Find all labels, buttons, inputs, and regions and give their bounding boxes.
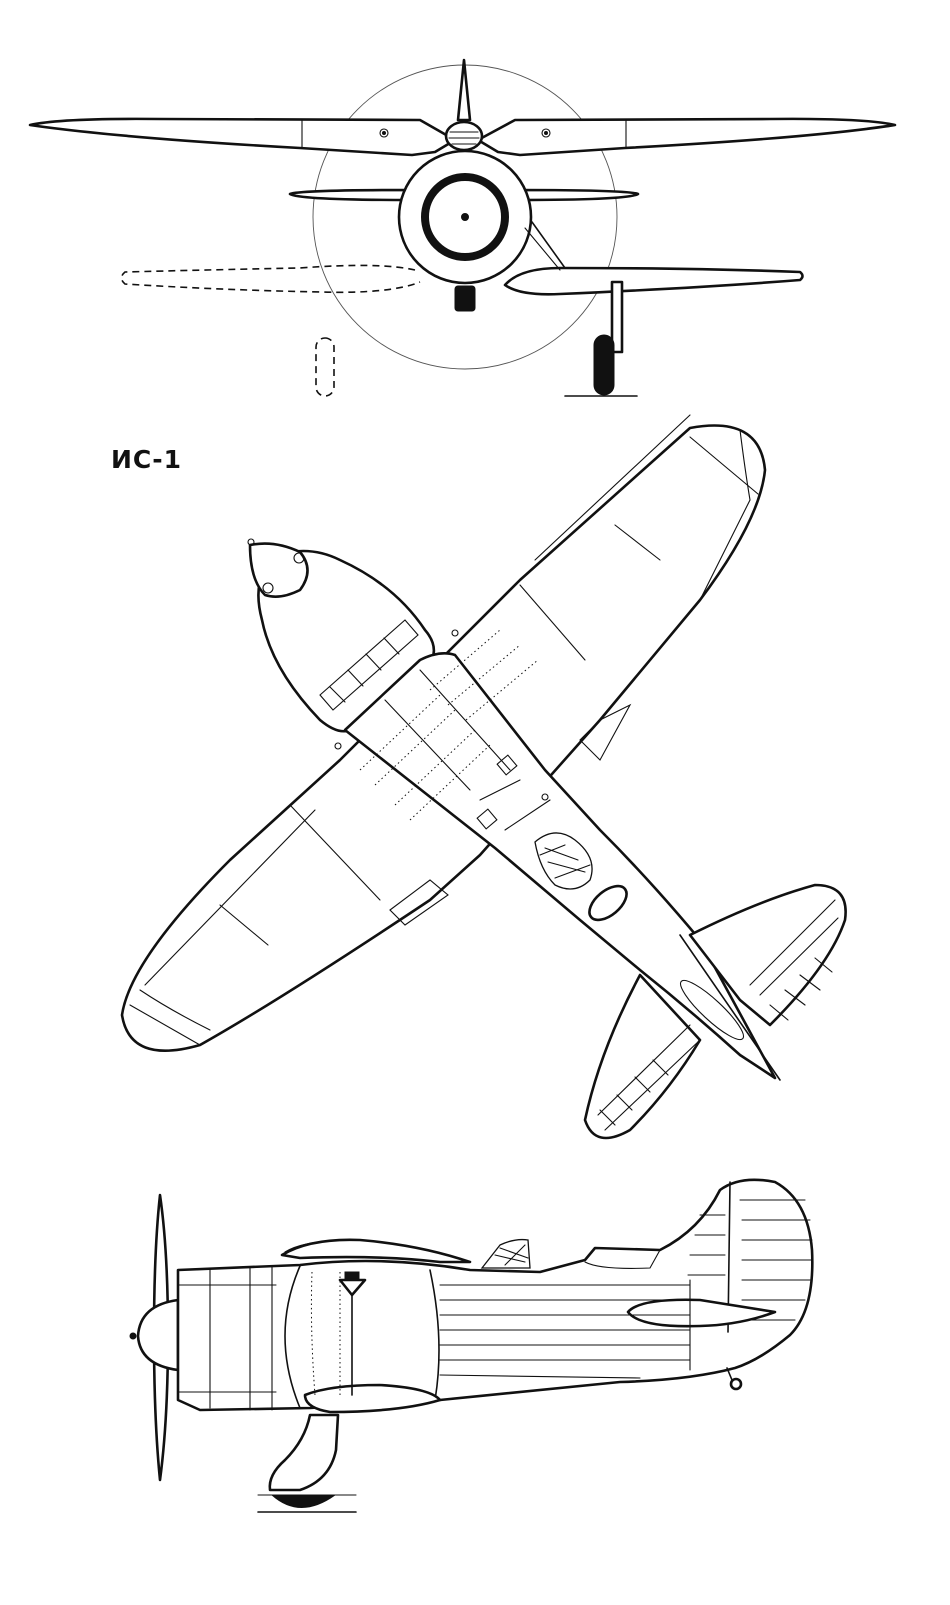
- headrest-plan: [588, 884, 628, 922]
- fuselage-side: [176, 1178, 814, 1412]
- vertical-fin: [456, 58, 472, 122]
- fin-plan: [679, 979, 745, 1041]
- main-wheel-front: [593, 334, 615, 396]
- canopy-plan: [534, 832, 593, 890]
- lower-wing-dashed-left: [120, 264, 421, 294]
- stabilizer-left: [583, 973, 702, 1140]
- oil-cooler: [454, 285, 476, 312]
- main-wheel-side: [270, 1494, 337, 1508]
- main-gear-side: [268, 1413, 340, 1492]
- lower-wing-right: [518, 188, 640, 202]
- lower-wing-left: [288, 188, 412, 202]
- spinner-side: [136, 1298, 180, 1372]
- front-view: [28, 58, 897, 397]
- canopy-front: [444, 120, 484, 152]
- upper-wing-right: [476, 117, 897, 157]
- plan-view: [120, 414, 847, 1140]
- tail-wheel-side: [729, 1377, 743, 1391]
- spinner-ring: [421, 173, 509, 261]
- stabilizer-right: [688, 883, 847, 1027]
- tail-wheel-dashed: [315, 337, 335, 397]
- upper-wing-left: [28, 117, 457, 157]
- lower-wing-folded-right: [503, 266, 804, 296]
- spinner-plan: [248, 542, 309, 598]
- side-view: [129, 1178, 814, 1513]
- main-gear-leg: [610, 280, 624, 354]
- aircraft-designation: ИС-1: [111, 445, 183, 474]
- lower-wing-root-side: [303, 1383, 442, 1414]
- stabilizer-side: [626, 1298, 777, 1328]
